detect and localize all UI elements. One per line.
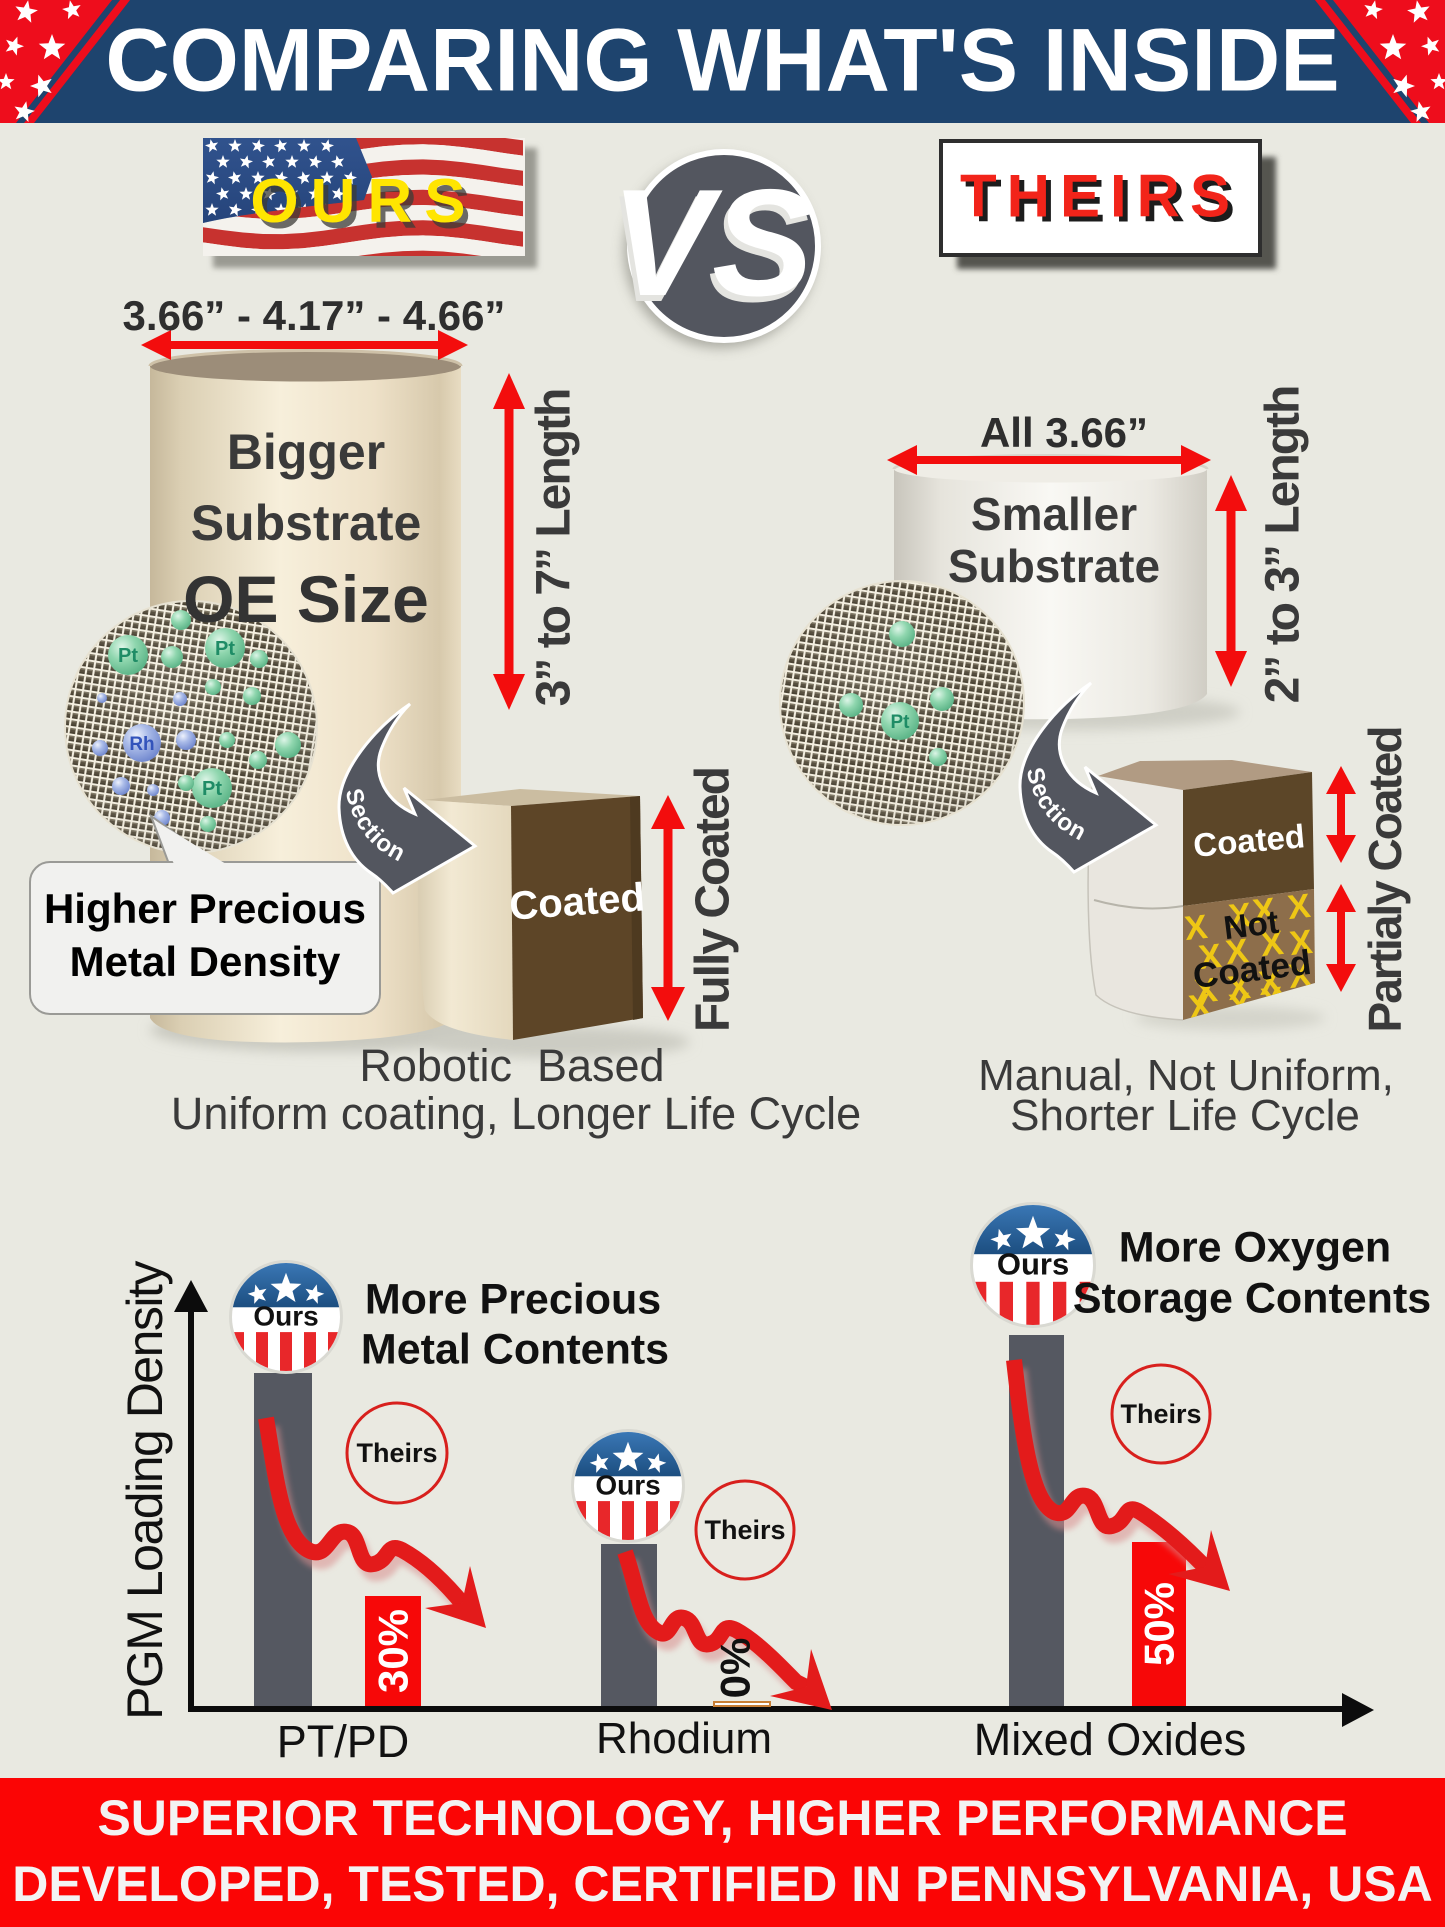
svg-text:X: X xyxy=(1227,896,1254,936)
svg-text:Ours: Ours xyxy=(595,1469,660,1500)
svg-text:Pt: Pt xyxy=(202,778,222,800)
svg-text:50%: 50% xyxy=(1136,1582,1183,1666)
svg-text:X: X xyxy=(1197,937,1224,977)
svg-text:X: X xyxy=(1286,887,1313,927)
svg-text:Pt: Pt xyxy=(891,712,911,733)
svg-text:X: X xyxy=(1226,968,1253,1008)
svg-text:Not: Not xyxy=(1222,903,1281,946)
svg-text:30%: 30% xyxy=(370,1609,417,1693)
svg-text:Ours: Ours xyxy=(253,1300,318,1331)
svg-text:Theirs: Theirs xyxy=(1120,1399,1201,1429)
svg-text:VS: VS xyxy=(607,164,810,334)
svg-text:VS: VS xyxy=(611,158,814,328)
svg-text:X: X xyxy=(1288,923,1315,963)
svg-text:THEIRS: THEIRS xyxy=(965,168,1245,235)
svg-text:X: X xyxy=(1183,908,1210,948)
svg-text:X: X xyxy=(1193,971,1220,1011)
svg-text:THEIRS: THEIRS xyxy=(960,163,1240,230)
svg-text:Pt: Pt xyxy=(118,645,138,667)
svg-text:OURS: OURS xyxy=(255,173,482,242)
svg-text:Theirs: Theirs xyxy=(356,1438,437,1468)
svg-text:X: X xyxy=(1259,924,1286,964)
svg-text:0%: 0% xyxy=(712,1638,759,1699)
svg-text:Coated: Coated xyxy=(508,875,646,928)
svg-text:Pt: Pt xyxy=(215,638,235,660)
svg-text:X: X xyxy=(1251,891,1278,931)
svg-text:Ours: Ours xyxy=(997,1246,1069,1281)
svg-text:Theirs: Theirs xyxy=(704,1515,785,1545)
svg-text:Rh: Rh xyxy=(129,734,154,755)
svg-text:OURS: OURS xyxy=(250,167,477,236)
svg-text:X: X xyxy=(1224,932,1251,972)
